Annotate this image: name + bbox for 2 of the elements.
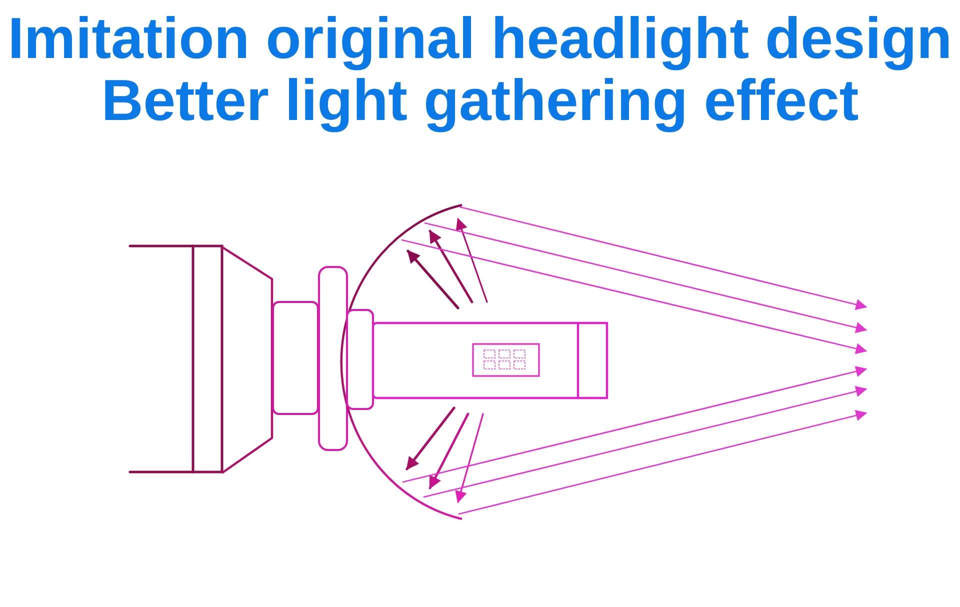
subtitle: Better light gathering effect	[101, 70, 859, 132]
title: Imitation original headlight design	[8, 8, 952, 70]
